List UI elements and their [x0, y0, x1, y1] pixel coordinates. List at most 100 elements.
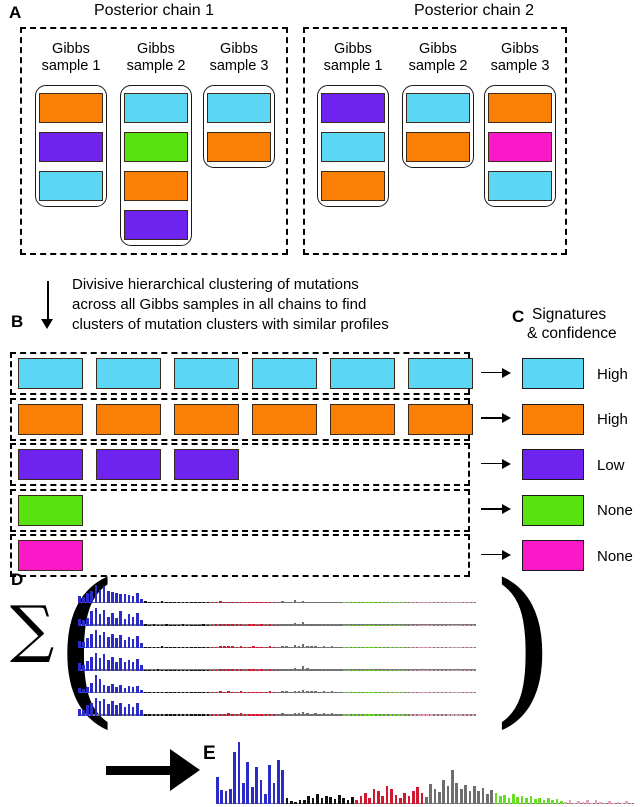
spectrum-bar — [438, 601, 442, 603]
spectrum-bar — [165, 714, 168, 716]
cluster-chip-orange[interactable] — [96, 403, 161, 435]
spectrum-bar — [368, 647, 371, 648]
signature-chip-purple[interactable] — [321, 93, 385, 123]
cluster-chip-orange[interactable] — [252, 403, 317, 435]
cluster-chip-orange[interactable] — [18, 403, 83, 435]
spectrum-bar — [451, 669, 454, 671]
spectrum-bar — [384, 714, 388, 716]
signature-chip-orange[interactable] — [321, 171, 385, 201]
cluster-chip-cyan[interactable] — [96, 358, 161, 389]
cluster-row-green — [10, 488, 470, 532]
legend-confidence-green: None — [597, 502, 633, 519]
spectrum-bar — [335, 669, 338, 671]
signature-chip-magenta[interactable] — [488, 132, 552, 162]
cluster-chip-purple[interactable] — [96, 449, 161, 480]
cluster-row-magenta — [10, 534, 470, 577]
spectrum-bar — [293, 712, 297, 716]
signature-chip-cyan[interactable] — [124, 93, 188, 123]
signature-chip-cyan[interactable] — [207, 93, 271, 123]
spectrum-bar — [206, 647, 210, 648]
panel-d-spectrum-3 — [78, 630, 476, 648]
spectrum-bar — [351, 669, 355, 671]
spectrum-bar — [380, 669, 384, 671]
spectrum-bar — [322, 624, 326, 626]
cluster-chip-magenta[interactable] — [18, 540, 83, 571]
cluster-chip-orange[interactable] — [408, 403, 473, 435]
cluster-chip-orange[interactable] — [174, 403, 239, 435]
cluster-chip-cyan[interactable] — [330, 358, 395, 389]
cluster-chip-cyan[interactable] — [252, 358, 317, 389]
spectrum-bar — [272, 647, 276, 648]
spectrum-bar — [123, 640, 127, 648]
spectrum-bar — [148, 691, 152, 693]
spectrum-bar — [409, 624, 413, 626]
spectrum-bar — [326, 691, 330, 693]
spectrum-bar — [198, 669, 201, 671]
signature-chip-orange[interactable] — [39, 93, 103, 123]
signature-chip-cyan[interactable] — [488, 171, 552, 201]
spectrum-bar — [136, 685, 139, 693]
signature-chip-cyan[interactable] — [39, 171, 103, 201]
spectrum-bar — [140, 598, 143, 603]
spectrum-bar — [430, 647, 433, 648]
spectrum-bar — [301, 690, 305, 693]
cluster-chip-cyan[interactable] — [174, 358, 239, 389]
spectrum-bar — [140, 620, 143, 626]
spectrum-bar — [426, 601, 429, 603]
spectrum-bar — [590, 802, 594, 804]
cluster-chip-cyan[interactable] — [18, 358, 83, 389]
arrow-stem — [481, 371, 503, 374]
cluster-chip-purple[interactable] — [174, 449, 239, 480]
signature-chip-orange[interactable] — [488, 93, 552, 123]
spectrum-bar — [210, 714, 214, 716]
signature-chip-purple[interactable] — [39, 132, 103, 162]
signature-chip-orange[interactable] — [406, 132, 470, 162]
spectrum-bar — [455, 647, 458, 648]
gibbs-card-c1-s1[interactable] — [35, 85, 107, 207]
signature-chip-orange[interactable] — [207, 132, 271, 162]
spectrum-bar — [152, 624, 156, 626]
gibbs-card-c2-s2[interactable] — [402, 85, 474, 168]
cluster-row-cyan — [10, 352, 473, 395]
legend-chip-orange[interactable] — [522, 403, 584, 435]
spectrum-bar — [364, 624, 367, 626]
gibbs-card-c2-s1[interactable] — [317, 85, 389, 207]
spectrum-bar — [409, 714, 413, 716]
spectrum-bar — [301, 600, 305, 603]
legend-chip-purple[interactable] — [522, 449, 584, 480]
cluster-chip-purple[interactable] — [18, 449, 83, 480]
spectrum-bar — [102, 698, 106, 716]
signature-chip-orange[interactable] — [124, 171, 188, 201]
spectrum-bar — [239, 601, 243, 603]
spectrum-bar — [115, 705, 118, 716]
spectrum-bar — [247, 624, 251, 626]
spectrum-bar — [281, 668, 284, 671]
legend-title-line2: & confidence — [527, 325, 617, 342]
legend-chip-green[interactable] — [522, 494, 584, 526]
signature-chip-green[interactable] — [124, 132, 188, 162]
spectrum-bar — [446, 647, 450, 648]
spectrum-bar — [385, 785, 389, 804]
legend-chip-magenta[interactable] — [522, 540, 584, 571]
signature-chip-cyan[interactable] — [406, 93, 470, 123]
gibbs-card-c1-s3[interactable] — [203, 85, 275, 168]
spectrum-bar — [293, 622, 297, 626]
signature-chip-cyan[interactable] — [321, 132, 385, 162]
cluster-chip-orange[interactable] — [330, 403, 395, 435]
spectrum-bar — [451, 601, 454, 603]
spectrum-bar — [301, 711, 305, 716]
legend-chip-cyan[interactable] — [522, 358, 584, 389]
spectrum-bar — [277, 714, 280, 716]
spectrum-bar — [417, 714, 421, 716]
signature-chip-purple[interactable] — [124, 210, 188, 240]
gibbs-card-c1-s2[interactable] — [120, 85, 192, 246]
gibbs-card-c2-s3[interactable] — [484, 85, 556, 207]
spectrum-bar — [233, 751, 237, 804]
cluster-chip-cyan[interactable] — [408, 358, 473, 389]
cluster-chip-green[interactable] — [18, 494, 83, 526]
spectrum-bar — [111, 612, 114, 626]
spectrum-bar — [144, 669, 147, 671]
spectrum-bar — [625, 801, 628, 804]
